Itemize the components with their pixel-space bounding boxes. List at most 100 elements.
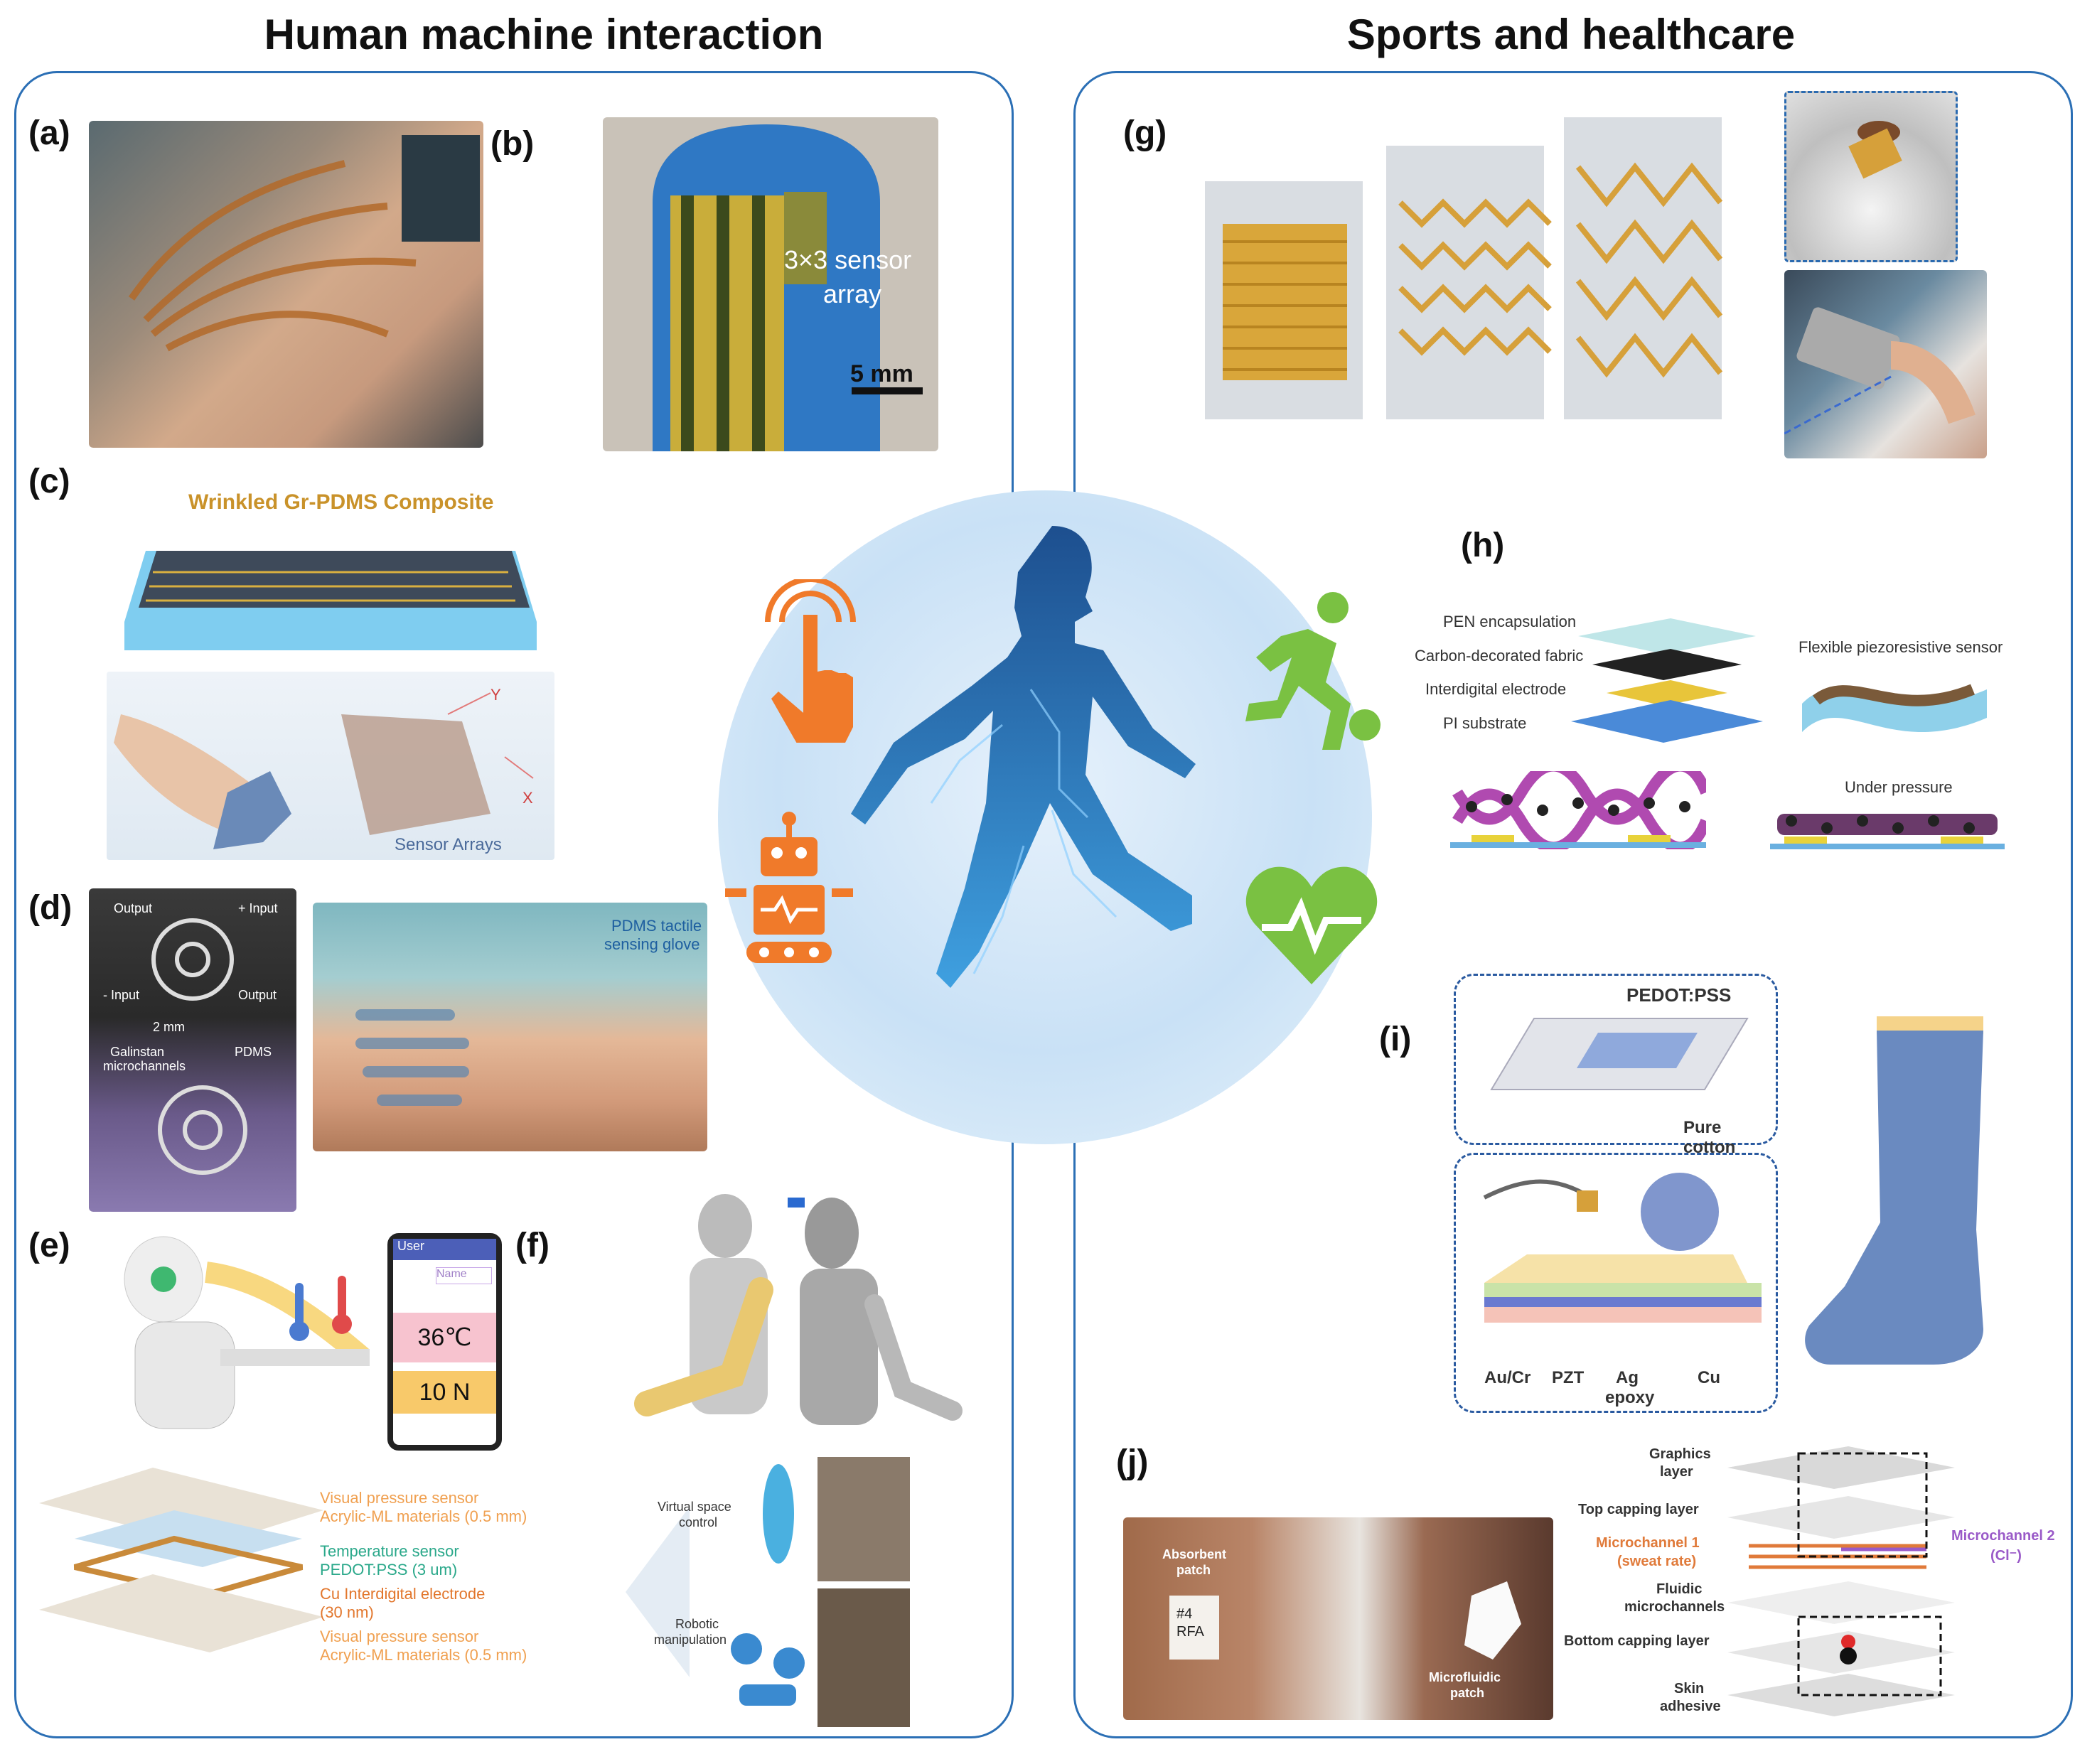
input-label-right: + Input [238,901,278,915]
wrinkled-composite-illustration [124,551,537,650]
panel-label-f: (f) [515,1227,550,1264]
robotic-manipulation-label-2: manipulation [654,1633,727,1647]
axis-y-label: Y [490,686,501,704]
humanoid-robot-illustration [634,1194,963,1425]
panel-label-e: (e) [28,1227,70,1264]
layer-box: Au/Cr PZT Ag epoxy Cu [1454,1153,1778,1413]
touch-icon [765,579,856,743]
layer-2-sub: PEDOT:PSS (3 um) [320,1561,458,1579]
virtual-space-label: Virtual space [658,1500,731,1514]
top-capping-label: Top capping layer [1578,1502,1699,1517]
galinstan-label: Galinstan [110,1045,165,1059]
microfluidic-layer-stack [1727,1446,1955,1716]
flexible-sensor-label: Flexible piezoresistive sensor [1798,638,2003,656]
scale-label: 2 mm [153,1020,185,1034]
panel-label-c: (c) [28,463,70,500]
layer-stack-illustration [39,1468,323,1652]
galinstan-sensor-photo: Output + Input - Input Output 2 mm Galin… [89,888,296,1212]
panel-label-g: (g) [1123,114,1167,152]
patch-text-2: RFA [1176,1624,1204,1640]
legend-aucr: Au/Cr [1484,1368,1531,1387]
sensor-arrays-label: Sensor Arrays [395,835,502,854]
vr-control-illustration [626,1457,910,1727]
handshake-glove-photo: PDMS tactile sensing glove [313,903,707,1151]
graphics-layer-label: Graphics [1649,1446,1711,1462]
legend-ag: Ag [1616,1368,1639,1387]
legend-epoxy: epoxy [1605,1388,1655,1407]
flexible-sensor-illustration [1802,684,1987,732]
finger-sensor-photo: 3×3 sensor array 5 mm [603,117,938,451]
axis-x-label: X [522,789,533,807]
input-label-left: - Input [103,988,140,1002]
pedot-box: PEDOT:PSS Pure cotton [1454,974,1778,1157]
hand-sensor-photo [89,121,483,448]
robot-icon [725,812,853,963]
panel-label-d: (d) [28,889,73,927]
sensor-array-label: 3×3 sensor [784,245,912,274]
temperature-value: 36℃ [393,1313,496,1362]
name-field: Name [436,1267,492,1284]
pdms-label: PDMS [235,1045,272,1059]
right-section-title: Sports and healthcare [1346,11,1796,58]
layer-4-title: Visual pressure sensor [320,1628,479,1645]
dome-sensor-photo [1784,91,1958,262]
fabric-pressed-section [1770,814,2005,849]
microfluidic-patch-label: Microfluidic [1429,1670,1501,1684]
sensor-array-label-2: array [823,279,882,308]
sock-illustration [1805,1016,1983,1365]
pen-label: PEN encapsulation [1443,613,1577,630]
phone-scan-photo [1784,270,1987,458]
legend-cu: Cu [1698,1368,1720,1387]
fabric-cross-section [1450,771,1706,849]
microchannel-1-label-2: (sweat rate) [1617,1554,1697,1569]
cotton-fabric-illustration [1490,1018,1749,1090]
user-header: User [393,1239,496,1260]
cotton-label: Pure cotton [1683,1118,1736,1157]
microchannel-2-label-2: (Cl⁻) [1990,1548,2022,1564]
layer-4-sub: Acrylic-ML materials (0.5 mm) [320,1646,527,1664]
legend-pzt: PZT [1552,1368,1585,1387]
layer-1-title: Visual pressure sensor [320,1489,479,1507]
output-label-left: Output [114,901,153,915]
skin-adhesive-label: Skin [1674,1681,1705,1696]
stretchable-mesh-photos [1205,117,1723,419]
layer-1-sub: Acrylic-ML materials (0.5 mm) [320,1507,527,1525]
virtual-space-label-2: control [679,1515,718,1529]
phone-display: User Name 36℃ 10 N [387,1233,502,1451]
robotic-manipulation-label: Robotic [675,1617,719,1631]
bottom-capping-label: Bottom capping layer [1564,1633,1710,1649]
heart-icon [1245,866,1378,984]
absorbent-patch-label: Absorbent [1162,1547,1226,1561]
runner-ball-icon [1245,592,1381,750]
thermometer-icons [289,1276,352,1341]
under-pressure-label: Under pressure [1845,778,1953,796]
force-value: 10 N [393,1371,496,1414]
fluidic-channels-label-2: microchannels [1624,1599,1725,1615]
piezo-layer-illustration [1483,1173,1762,1323]
runner-figure [851,526,1196,988]
layer-3-title: Cu Interdigital electrode [320,1585,486,1603]
pedot-label: PEDOT:PSS [1626,984,1732,1006]
arm-patch-photo: Absorbent patch #4 RFA Microfluidic patc… [1123,1517,1553,1720]
layer-2-title: Temperature sensor [320,1542,459,1560]
panel-label-a: (a) [28,114,70,152]
microchannel-2-label: Microchannel 2 [1951,1528,2055,1544]
graphics-layer-label-2: layer [1660,1464,1693,1480]
output-label-right: Output [238,988,277,1002]
patch-text: #4 [1176,1606,1193,1622]
layer-exploded-diagram [1571,618,1763,743]
layer-3-sub: (30 nm) [320,1603,374,1621]
hand-sensor-illustration: Sensor Arrays Y X [107,672,554,860]
left-section-title: Human machine interaction [264,11,824,58]
microfluidic-patch-label-2: patch [1450,1686,1485,1700]
glove-label-2: sensing glove [604,935,700,953]
fluidic-channels-label: Fluidic [1656,1581,1703,1597]
galinstan-label-2: microchannels [103,1059,186,1073]
absorbent-patch-label-2: patch [1176,1563,1211,1577]
panel-label-b: (b) [490,125,535,163]
pi-substrate-label: PI substrate [1443,714,1527,732]
carbon-label: Carbon-decorated fabric [1415,647,1584,665]
skin-adhesive-label-2: adhesive [1660,1699,1721,1714]
panel-label-j: (j) [1116,1443,1149,1481]
scale-bar-label: 5 mm [850,360,913,387]
